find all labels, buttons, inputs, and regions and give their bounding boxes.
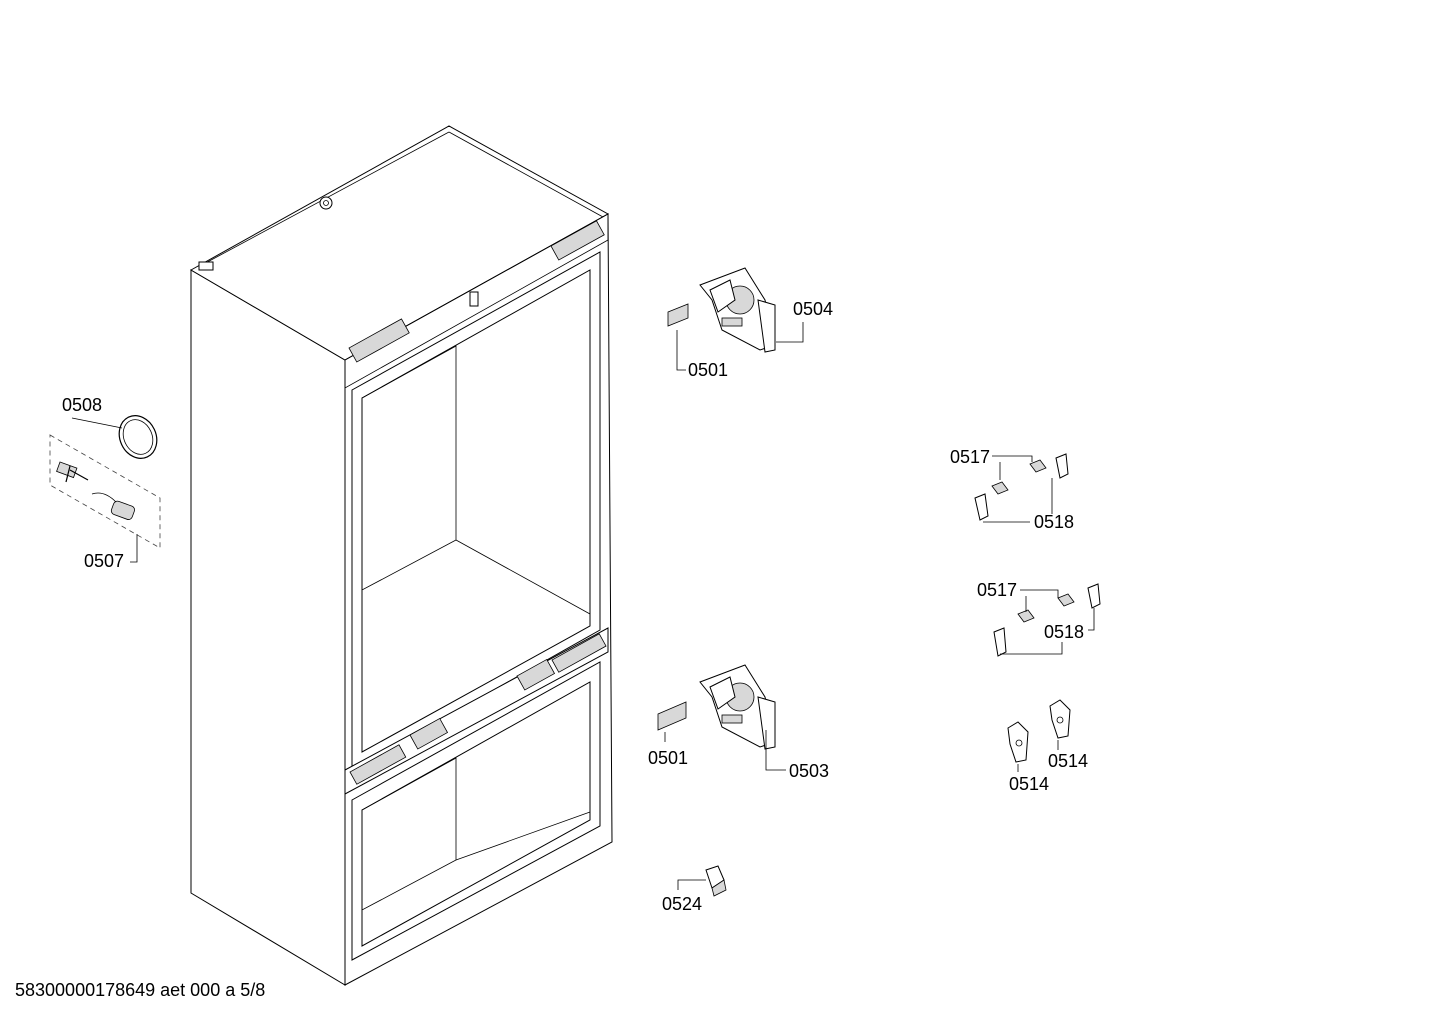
part-label-0514-right: 0514	[1048, 751, 1088, 771]
bracket-icon	[974, 453, 1069, 521]
part-label-0508: 0508	[62, 395, 102, 415]
ring-clamp-icon	[118, 415, 158, 459]
part-label-0507: 0507	[84, 551, 124, 571]
door-hinge-icon	[699, 267, 776, 353]
bracket-icon	[993, 583, 1101, 657]
part-label-0524: 0524	[662, 894, 702, 914]
door-hinge-icon	[699, 664, 776, 750]
sensor-kit-icon	[49, 434, 161, 549]
part-label-0501-upper: 0501	[688, 360, 728, 380]
clip-icon	[705, 865, 727, 897]
part-label-0518-a: 0518	[1034, 512, 1074, 532]
label-plate-icon	[667, 303, 689, 327]
part-label-0517-b: 0517	[977, 580, 1017, 600]
refrigerator-housing-icon	[189, 125, 613, 986]
part-label-0501-lower: 0501	[648, 748, 688, 768]
part-label-0518-b: 0518	[1044, 622, 1084, 642]
part-label-0514-left: 0514	[1009, 774, 1049, 794]
part-label-0504: 0504	[793, 299, 833, 319]
label-plate-icon	[657, 701, 687, 731]
part-label-0503: 0503	[789, 761, 829, 781]
part-label-0517-a: 0517	[950, 447, 990, 467]
bracket-icon	[1007, 699, 1071, 763]
drawing-reference-code: 58300000178649 aet 000 a 5/8	[15, 980, 266, 1000]
